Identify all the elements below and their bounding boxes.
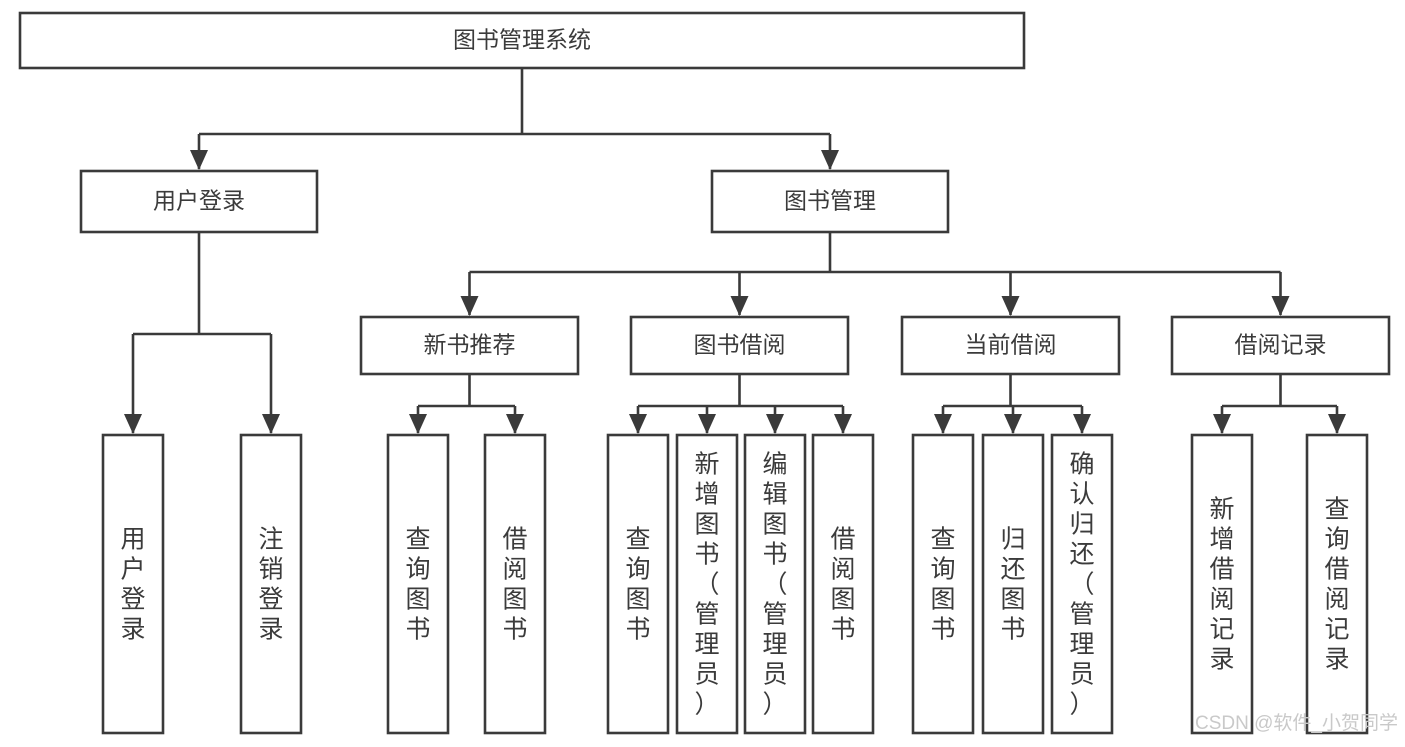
node-label-leaf-borrow-query-book: 查询图书 (625, 525, 650, 643)
node-label-leaf-cur-confirm-return: 确认归还（管理员） (1069, 450, 1094, 718)
node-leaf-borrow-edit-book[interactable]: 编辑图书（管理员） (743, 433, 807, 735)
node-box-leaf-rec-add-record (1190, 433, 1254, 735)
node-label-leaf-rec-query-book: 查询图书 (405, 525, 430, 643)
node-label-leaf-borrow-edit-book: 编辑图书（管理员） (762, 450, 787, 718)
arrow-head-icon-l3-2-1 (1004, 414, 1022, 434)
node-box-leaf-borrow-edit-book (743, 433, 807, 735)
node-box-leaf-cur-query-book (911, 433, 975, 735)
node-box-book-manage (710, 169, 950, 234)
node-book-manage[interactable]: 图书管理 (710, 169, 950, 234)
node-leaf-rec-query-book[interactable]: 查询图书 (386, 433, 450, 735)
node-label-book-manage: 图书管理 (784, 188, 876, 214)
node-leaf-user-login[interactable]: 用户登录 (101, 433, 165, 735)
node-label-leaf-cur-query-book: 查询图书 (930, 525, 955, 643)
node-label-leaf-rec-borrow-book: 借阅图书 (502, 525, 527, 643)
node-label-root: 图书管理系统 (453, 27, 591, 53)
node-current-borrow[interactable]: 当前借阅 (900, 315, 1121, 376)
node-label-user-login: 用户登录 (153, 188, 245, 214)
node-book-borrow[interactable]: 图书借阅 (629, 315, 850, 376)
node-leaf-cur-return-book[interactable]: 归还图书 (981, 433, 1045, 735)
arrow-head-icon-bookmanage-0 (460, 296, 479, 316)
node-leaf-user-logout[interactable]: 注销登录 (239, 433, 303, 735)
arrow-head-icon-bookmanage-2 (1001, 296, 1020, 316)
node-leaf-rec-add-record[interactable]: 新增借阅记录 (1190, 433, 1254, 735)
node-label-leaf-user-login: 用户登录 (120, 525, 145, 643)
arrow-head-icon-l3-0-0 (409, 414, 427, 434)
node-leaf-rec-query-record[interactable]: 查询借阅记录 (1305, 433, 1369, 735)
node-label-leaf-rec-add-record: 新增借阅记录 (1209, 495, 1234, 673)
node-label-borrow-record: 借阅记录 (1235, 332, 1327, 358)
node-label-leaf-rec-query-record: 查询借阅记录 (1324, 495, 1349, 673)
node-borrow-record[interactable]: 借阅记录 (1170, 315, 1391, 376)
arrow-head-icon-userlogin-0 (124, 414, 142, 434)
node-box-root (18, 11, 1026, 70)
arrow-head-icon-l3-3-0 (1213, 414, 1231, 434)
node-box-user-login (79, 169, 319, 234)
node-layer: 图书管理系统用户登录图书管理新书推荐图书借阅当前借阅借阅记录用户登录注销登录查询… (18, 11, 1391, 735)
node-box-borrow-record (1170, 315, 1391, 376)
node-box-new-book-rec (359, 315, 580, 376)
node-leaf-cur-query-book[interactable]: 查询图书 (911, 433, 975, 735)
arrow-head-icon-l3-1-3 (834, 414, 852, 434)
node-leaf-rec-borrow-book[interactable]: 借阅图书 (483, 433, 547, 735)
node-label-current-borrow: 当前借阅 (965, 332, 1057, 358)
node-box-leaf-user-logout (239, 433, 303, 735)
arrow-head-icon-bookmanage-1 (730, 296, 749, 316)
arrow-head-icon-l3-2-0 (934, 414, 952, 434)
csdn-watermark: CSDN @软件_小贺同学 (1195, 712, 1398, 734)
node-box-leaf-borrow-borrow-book (811, 433, 875, 735)
node-label-new-book-rec: 新书推荐 (424, 332, 516, 358)
arrow-head-icon-root-0 (190, 150, 208, 170)
node-box-leaf-borrow-query-book (606, 433, 670, 735)
node-box-leaf-rec-query-book (386, 433, 450, 735)
node-label-leaf-borrow-borrow-book: 借阅图书 (830, 525, 855, 643)
node-root[interactable]: 图书管理系统 (18, 11, 1026, 70)
arrow-head-icon-l3-0-1 (506, 414, 524, 434)
arrow-head-icon-userlogin-1 (262, 414, 280, 434)
node-box-leaf-cur-return-book (981, 433, 1045, 735)
node-leaf-cur-confirm-return[interactable]: 确认归还（管理员） (1050, 433, 1114, 735)
arrow-head-icon-l3-1-0 (629, 414, 647, 434)
arrow-head-icon-l3-2-2 (1073, 414, 1091, 434)
node-box-leaf-rec-query-record (1305, 433, 1369, 735)
arrow-head-icon-bookmanage-3 (1271, 296, 1290, 316)
arrow-head-icon-l3-1-1 (698, 414, 716, 434)
node-label-leaf-borrow-add-book: 新增图书（管理员） (694, 450, 719, 718)
node-box-current-borrow (900, 315, 1121, 376)
arrow-head-icon-root-1 (821, 150, 839, 170)
node-leaf-borrow-borrow-book[interactable]: 借阅图书 (811, 433, 875, 735)
node-user-login[interactable]: 用户登录 (79, 169, 319, 234)
node-box-leaf-borrow-add-book (675, 433, 739, 735)
node-box-leaf-user-login (101, 433, 165, 735)
arrow-head-icon-l3-3-1 (1328, 414, 1346, 434)
node-leaf-borrow-add-book[interactable]: 新增图书（管理员） (675, 433, 739, 735)
node-label-book-borrow: 图书借阅 (694, 332, 786, 358)
arrow-head-icon-l3-1-2 (766, 414, 784, 434)
node-leaf-borrow-query-book[interactable]: 查询图书 (606, 433, 670, 735)
connector-layer (124, 68, 1346, 434)
node-box-leaf-cur-confirm-return (1050, 433, 1114, 735)
node-new-book-rec[interactable]: 新书推荐 (359, 315, 580, 376)
node-box-book-borrow (629, 315, 850, 376)
node-box-leaf-rec-borrow-book (483, 433, 547, 735)
node-label-leaf-cur-return-book: 归还图书 (1000, 525, 1025, 643)
node-label-leaf-user-logout: 注销登录 (258, 525, 283, 643)
